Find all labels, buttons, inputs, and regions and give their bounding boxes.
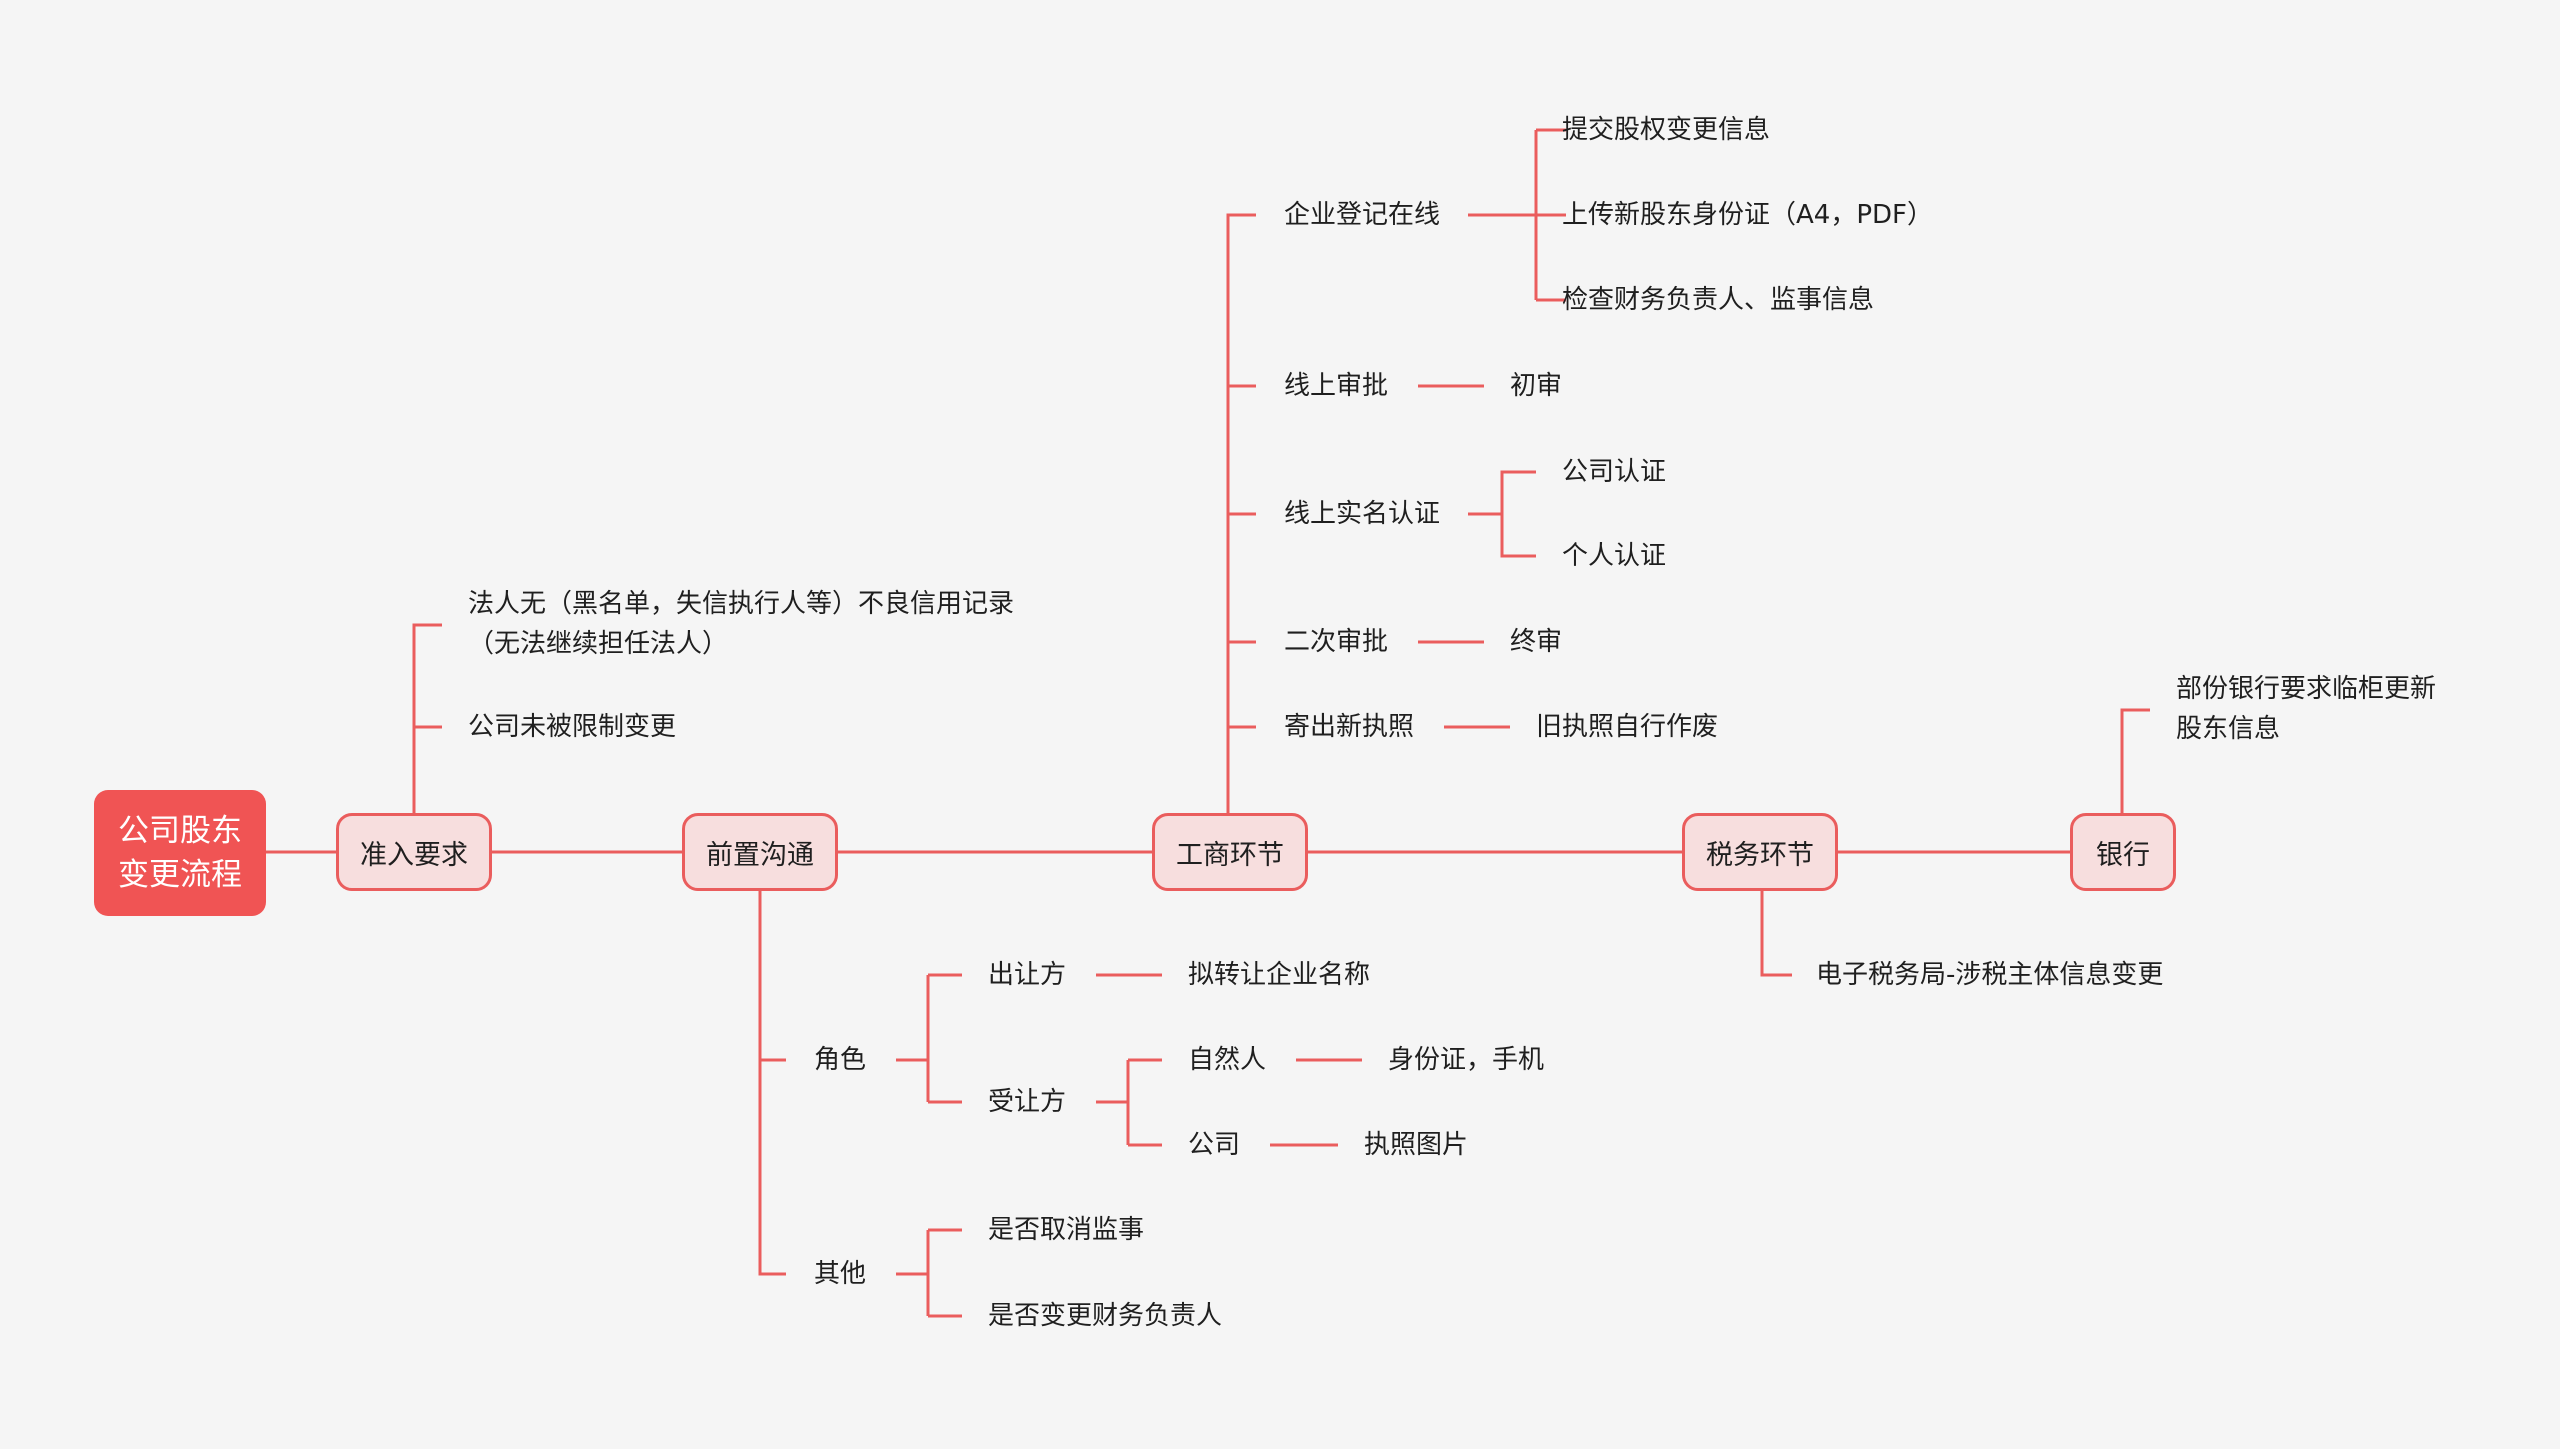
node-pre-communication[interactable]: 前置沟通	[682, 813, 838, 891]
topic-natural-person[interactable]: 自然人	[1188, 1045, 1267, 1075]
topic-cancel-supervisor[interactable]: 是否取消监事	[988, 1215, 1145, 1245]
topic-final-review[interactable]: 终审	[1510, 627, 1563, 657]
topic-company-auth[interactable]: 公司认证	[1562, 457, 1667, 487]
topic-other[interactable]: 其他	[814, 1259, 867, 1289]
node-business-registration[interactable]: 工商环节	[1152, 813, 1308, 891]
topic-submit-equity-change[interactable]: 提交股权变更信息	[1562, 115, 1771, 145]
topic-mail-new-license[interactable]: 寄出新执照	[1284, 712, 1415, 742]
topic-enterprise-registration-online[interactable]: 企业登记在线	[1284, 200, 1441, 230]
topic-check-finance-supervisor[interactable]: 检查财务负责人、监事信息	[1562, 285, 1875, 315]
topic-buyer[interactable]: 受让方	[988, 1087, 1067, 1117]
node-access-requirements[interactable]: 准入要求	[336, 813, 492, 891]
topic-role[interactable]: 角色	[814, 1045, 867, 1075]
root-topic[interactable]: 公司股东变更流程	[94, 790, 266, 916]
topic-old-license-void[interactable]: 旧执照自行作废	[1536, 712, 1719, 742]
root-topic-label: 公司股东变更流程	[118, 813, 242, 893]
node-access-requirements-label: 准入要求	[360, 839, 468, 871]
topic-online-approval[interactable]: 线上审批	[1284, 371, 1389, 401]
topic-license-image[interactable]: 执照图片	[1364, 1130, 1469, 1160]
access-item-not-restricted[interactable]: 公司未被限制变更	[468, 712, 677, 742]
node-pre-communication-label: 前置沟通	[706, 839, 814, 871]
topic-bank-counter-update[interactable]: 部份银行要求临柜更新股东信息	[2176, 674, 2437, 744]
node-tax-label: 税务环节	[1706, 839, 1814, 871]
topic-upload-id-card[interactable]: 上传新股东身份证（A4，PDF）	[1562, 200, 1933, 230]
topic-change-finance-head[interactable]: 是否变更财务负责人	[988, 1301, 1223, 1331]
topic-company[interactable]: 公司	[1188, 1130, 1241, 1160]
topic-personal-auth[interactable]: 个人认证	[1562, 541, 1667, 571]
node-business-registration-label: 工商环节	[1176, 839, 1284, 871]
topic-seller[interactable]: 出让方	[988, 960, 1067, 990]
node-tax[interactable]: 税务环节	[1682, 813, 1838, 891]
topic-first-review[interactable]: 初审	[1510, 371, 1563, 401]
access-item-credit-record[interactable]: 法人无（黑名单，失信执行人等）不良信用记录（无法继续担任法人）	[468, 589, 1015, 659]
node-bank[interactable]: 银行	[2070, 813, 2176, 891]
topic-second-approval[interactable]: 二次审批	[1284, 627, 1389, 657]
topic-online-realname-auth[interactable]: 线上实名认证	[1284, 499, 1441, 529]
topic-proposed-company-name[interactable]: 拟转让企业名称	[1188, 960, 1371, 990]
topic-id-and-phone[interactable]: 身份证，手机	[1388, 1045, 1545, 1075]
node-bank-label: 银行	[2096, 839, 2150, 871]
topic-etax-change[interactable]: 电子税务局-涉税主体信息变更	[1816, 960, 2164, 990]
